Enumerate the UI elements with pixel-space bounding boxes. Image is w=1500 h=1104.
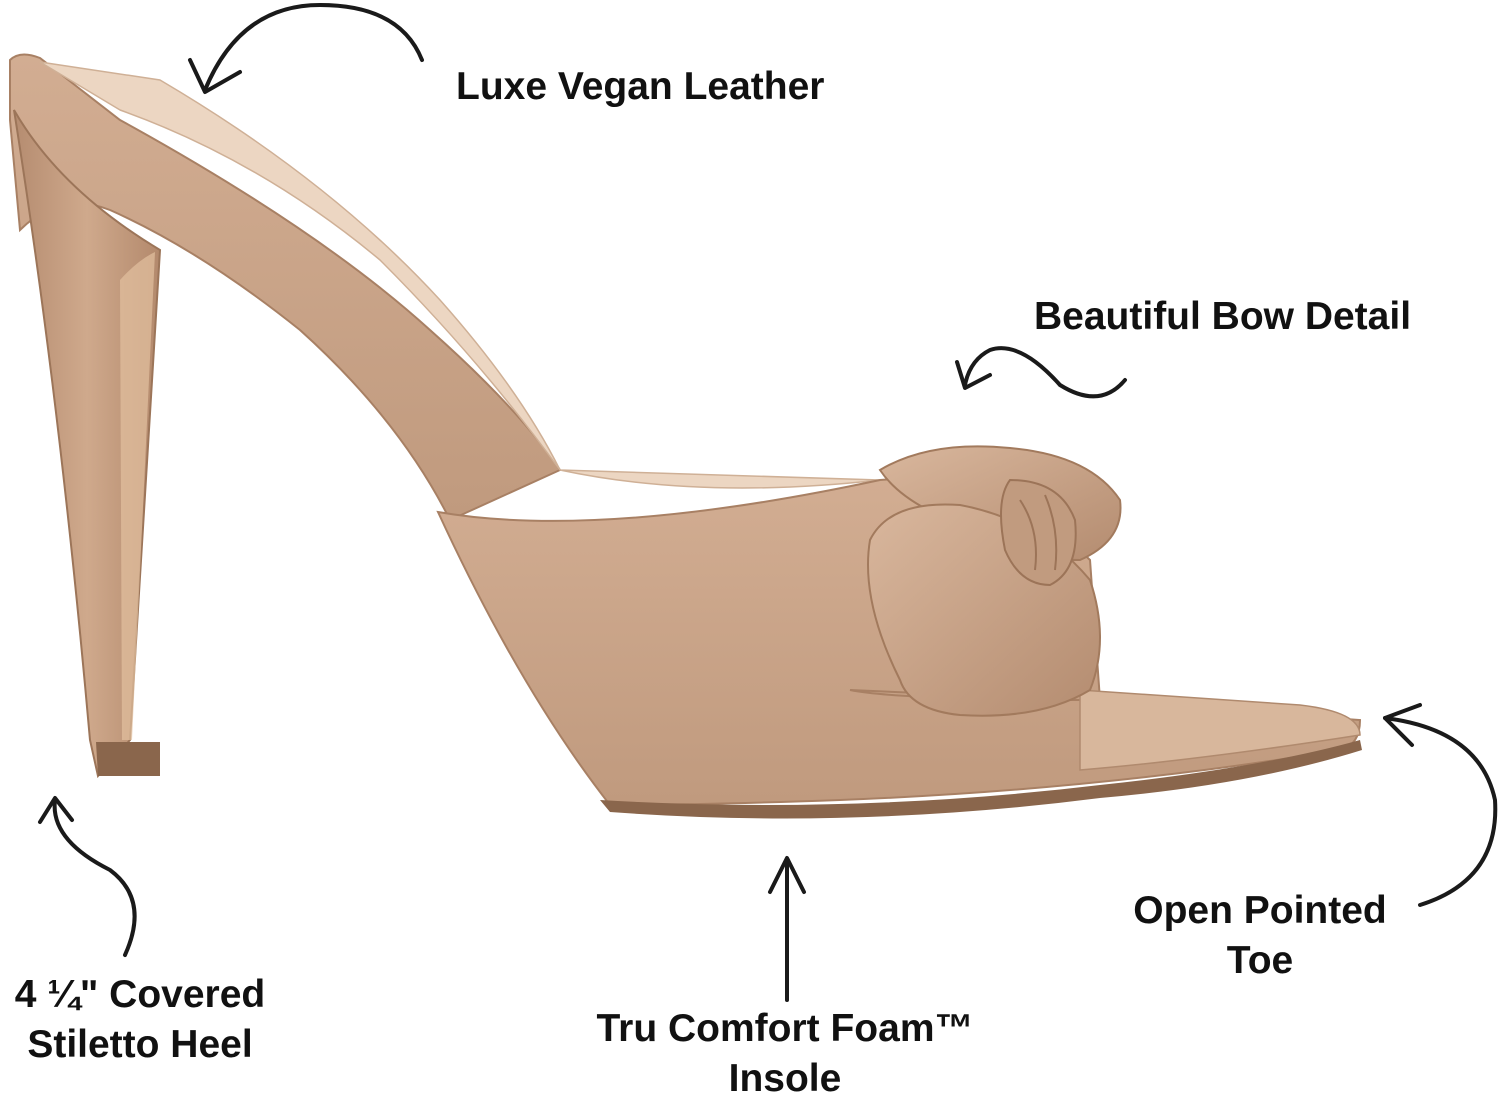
heel-arrowhead (38, 796, 74, 824)
callout-line-1: 4 ¼" Covered (14, 973, 266, 1016)
heel-edge-highlight (120, 252, 155, 740)
leather-arrow (203, 3, 424, 92)
callout-line-2: Toe (1226, 939, 1294, 982)
sole-edge (600, 740, 1362, 819)
callout-text: Beautiful Bow Detail (1034, 295, 1412, 338)
insole-arrowhead (768, 856, 806, 894)
callout-line-1: Open Pointed (1133, 889, 1387, 932)
callout-line-2: Stiletto Heel (27, 1023, 253, 1066)
bow-arrowhead (955, 360, 992, 390)
callout-tru-comfort-insole: Tru Comfort Foam™ Insole (560, 1004, 1010, 1104)
callout-text: Luxe Vegan Leather (456, 65, 825, 108)
bow-knot (1000, 478, 1077, 587)
toe-bed (1079, 689, 1361, 771)
callout-line-2: Insole (728, 1057, 842, 1100)
callout-luxe-vegan-leather: Luxe Vegan Leather (456, 62, 824, 112)
leather-arrowhead (188, 58, 242, 94)
callout-line-1: Tru Comfort Foam™ (596, 1007, 974, 1050)
heel-tip (96, 742, 160, 776)
toe-arrowhead (1383, 703, 1422, 747)
insole (39, 61, 881, 489)
callout-bow-detail: Beautiful Bow Detail (1034, 292, 1411, 342)
heel-arrow (52, 798, 137, 957)
bow-fold-line (1019, 494, 1058, 571)
callout-stiletto-heel: 4 ¼" Covered Stiletto Heel (0, 970, 280, 1070)
callout-open-pointed-toe: Open Pointed Toe (1110, 886, 1410, 986)
bow-arrow (963, 346, 1127, 399)
toe-arrow (1383, 716, 1498, 907)
